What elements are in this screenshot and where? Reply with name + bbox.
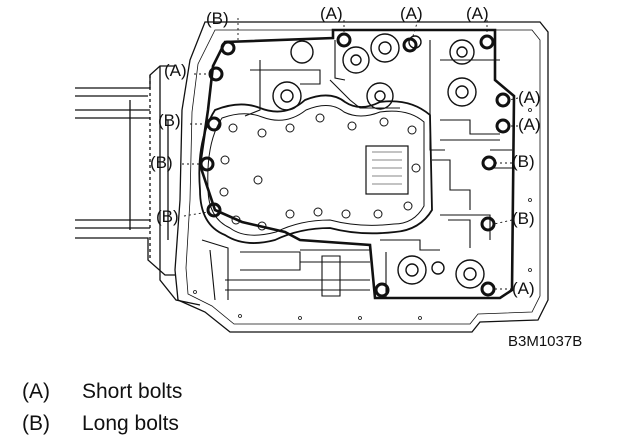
transmission-housing-left xyxy=(75,65,201,306)
bolt-heads xyxy=(199,32,511,298)
case-flange-outline xyxy=(174,21,549,333)
callout-b-right-1: (B) xyxy=(512,152,535,171)
callout-b-left-1: (B) xyxy=(158,111,181,130)
legend-text-short-bolts: Short bolts xyxy=(82,380,183,403)
solenoid-valves xyxy=(272,33,485,289)
valve-passages xyxy=(201,40,512,301)
figure-id-code: B3M1037B xyxy=(508,333,582,350)
callout-b-left-3: (B) xyxy=(156,207,179,226)
callout-a-right-1: (A) xyxy=(518,88,541,107)
legend-key-a: (A) xyxy=(22,380,50,403)
callout-leaders xyxy=(182,18,519,290)
callout-a-top-1: (A) xyxy=(320,4,343,23)
legend-key-b: (B) xyxy=(22,412,50,435)
legend-item-short-bolts: (A) Short bolts xyxy=(22,380,182,404)
callout-b-left-2: (B) xyxy=(150,153,173,172)
flange-screws xyxy=(193,108,532,320)
callout-a-top-2: (A) xyxy=(400,4,423,23)
callout-b-right-2: (B) xyxy=(512,209,535,228)
callout-a-left: (A) xyxy=(164,61,187,80)
callout-a-top-3: (A) xyxy=(466,4,489,23)
legend-text-long-bolts: Long bolts xyxy=(82,412,179,435)
callout-labels: (A) (A) (A) (B) (A) (B) (B) (B) (A) (A) … xyxy=(150,4,541,298)
filter-screen xyxy=(365,145,409,195)
callout-a-right-2: (A) xyxy=(518,115,541,134)
strainer-rivets xyxy=(219,113,421,231)
valve-body-outline xyxy=(198,28,516,300)
oil-strainer xyxy=(198,94,433,244)
legend-item-long-bolts: (B) Long bolts xyxy=(22,412,179,436)
callout-a-right-3: (A) xyxy=(512,279,535,298)
callout-b-top-left: (B) xyxy=(206,9,229,28)
